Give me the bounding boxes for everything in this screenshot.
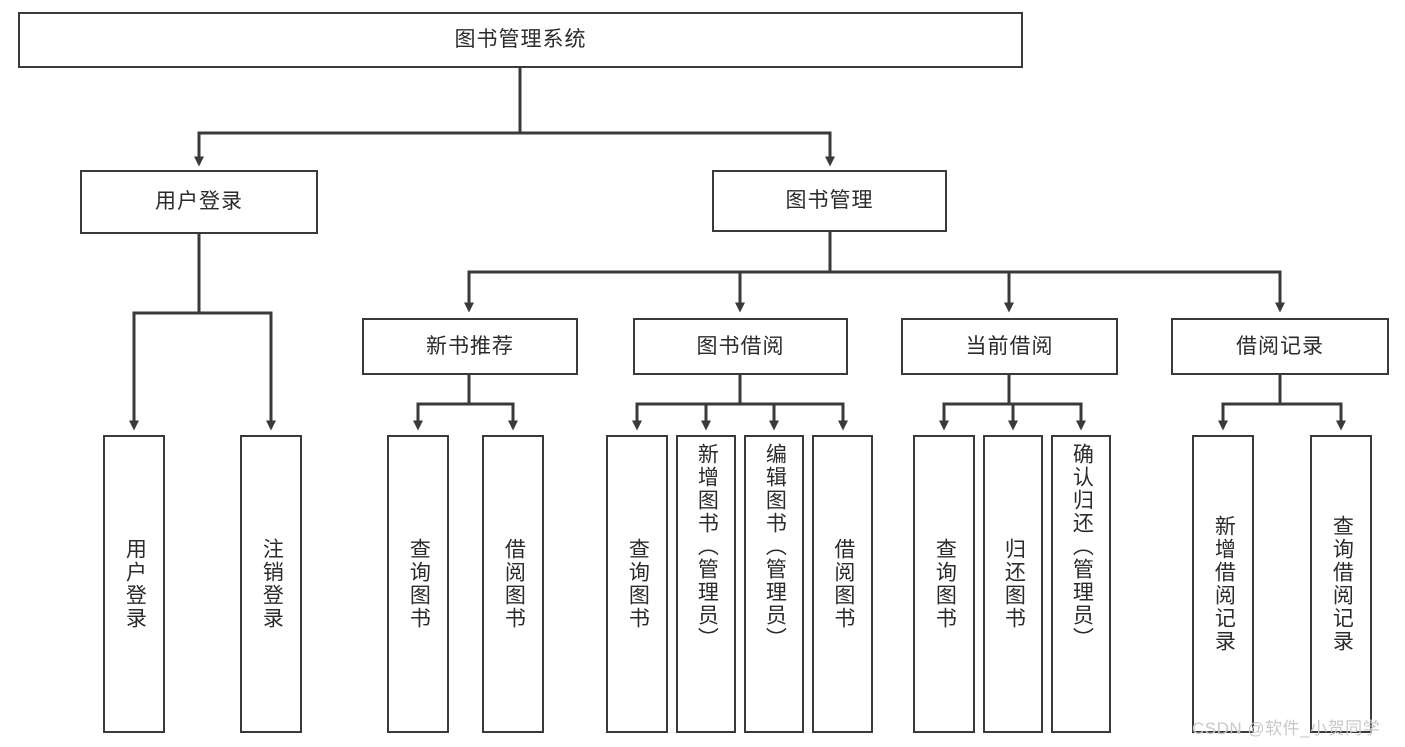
leaf-user-logout[interactable]: 注销登录 (240, 435, 302, 733)
leaf-borrow-books-borrow[interactable]: 借阅图书 (812, 435, 873, 733)
leaf-borrow-books-recommend[interactable]: 借阅图书 (482, 435, 544, 733)
leaf-query-borrow-record[interactable]: 查询借阅记录 (1310, 435, 1372, 733)
leaf-confirm-return-admin[interactable]: 确认归还（管理员） (1051, 435, 1111, 733)
node-new-book-recommend[interactable]: 新书推荐 (362, 318, 578, 375)
node-root[interactable]: 图书管理系统 (18, 12, 1023, 68)
leaf-return-books[interactable]: 归还图书 (983, 435, 1043, 733)
leaf-query-books-recommend[interactable]: 查询图书 (387, 435, 449, 733)
node-current-borrow[interactable]: 当前借阅 (901, 318, 1118, 375)
leaf-edit-book-admin[interactable]: 编辑图书（管理员） (744, 435, 804, 733)
node-book-management[interactable]: 图书管理 (712, 170, 947, 232)
node-book-borrow[interactable]: 图书借阅 (633, 318, 848, 375)
leaf-add-book-admin[interactable]: 新增图书（管理员） (676, 435, 736, 733)
leaf-add-borrow-record[interactable]: 新增借阅记录 (1192, 435, 1254, 733)
node-borrow-record[interactable]: 借阅记录 (1171, 318, 1389, 375)
csdn-watermark: CSDN @软件_小贺同学 (1192, 719, 1381, 738)
node-user-login[interactable]: 用户登录 (80, 170, 318, 234)
leaf-query-books-current[interactable]: 查询图书 (913, 435, 975, 733)
leaf-query-books-borrow[interactable]: 查询图书 (606, 435, 668, 733)
leaf-user-login[interactable]: 用户登录 (103, 435, 165, 733)
